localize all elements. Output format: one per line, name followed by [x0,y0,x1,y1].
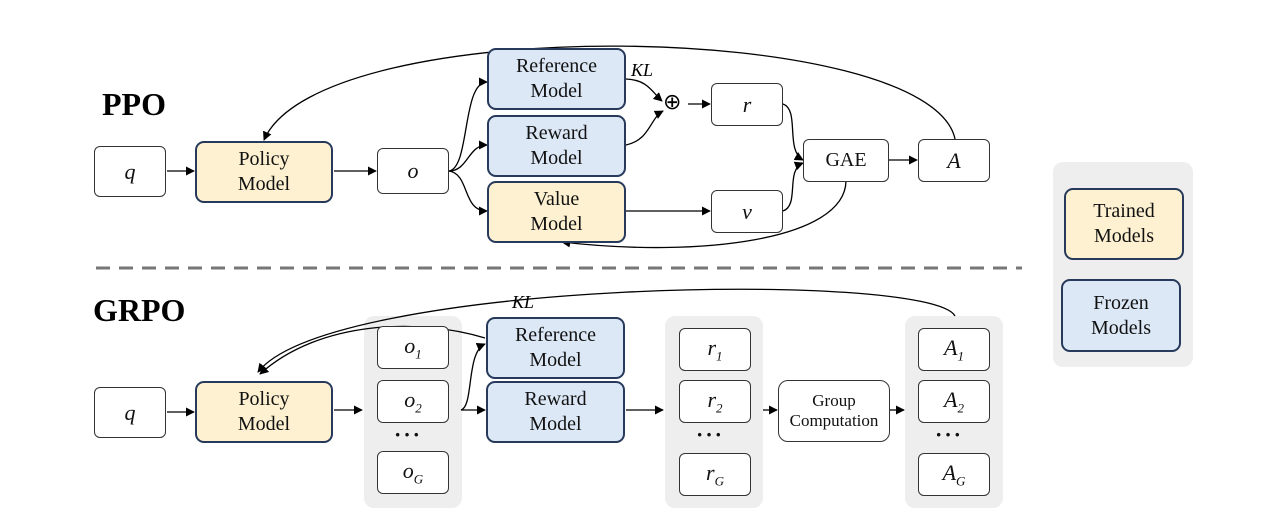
ppo-advantage-node: A [918,139,990,182]
oplus-symbol: ⊕ [663,90,682,115]
grpo-advantage-2: A2 [918,380,990,423]
ppo-query-node: q [94,146,166,197]
grpo-reference-model: Reference Model [486,317,625,379]
grpo-output-g: oG [377,451,449,494]
grpo-advantage-g: AG [918,453,990,496]
grpo-advantages-ellipsis: ··· [935,422,964,447]
edge-outputs-reference [460,343,486,411]
edge-o-reference [448,77,488,172]
grpo-title: GRPO [93,292,186,328]
legend-frozen-models: Frozen Models [1061,279,1181,352]
grpo-advantage-1: A1 [918,328,990,371]
ppo-policy-model: Policy Model [195,141,333,203]
edge-gae-value [561,180,847,249]
ppo-value-v-node: v [711,190,783,233]
grpo-reward-2: r2 [679,380,751,423]
edge-reward-oplus [625,110,664,146]
edge-reference-policy [259,325,486,375]
edge-advantages-policy [257,288,956,373]
ppo-value-model: Value Model [487,181,626,243]
legend-trained-models: Trained Models [1064,188,1184,260]
edge-reference-oplus [625,78,663,102]
ppo-kl-label: KL [631,60,654,80]
grpo-kl-label: KL [512,292,535,312]
ppo-title: PPO [102,86,166,122]
ppo-reward-r-node: r [711,83,783,126]
gae-node: GAE [803,139,889,182]
grpo-outputs-ellipsis: ··· [394,422,423,447]
grpo-output-1: o1 [377,326,449,369]
edge-a-policy [263,45,956,141]
grpo-reward-1: r1 [679,328,751,371]
edge-r-gae [782,103,804,161]
grpo-reward-g: rG [679,453,751,496]
ppo-reward-model: Reward Model [487,115,626,177]
ppo-output-node: o [377,148,449,194]
ppo-reference-model: Reference Model [487,48,626,110]
grpo-output-2: o2 [377,380,449,423]
grpo-rewards-ellipsis: ··· [696,422,725,447]
grpo-policy-model: Policy Model [195,381,333,443]
edge-v-gae [782,161,804,212]
grpo-reward-model: Reward Model [486,381,625,443]
edge-o-reward [448,140,488,172]
group-computation-node: Group Computation [778,380,890,442]
grpo-query-node: q [94,387,166,438]
edge-o-value [448,170,488,216]
